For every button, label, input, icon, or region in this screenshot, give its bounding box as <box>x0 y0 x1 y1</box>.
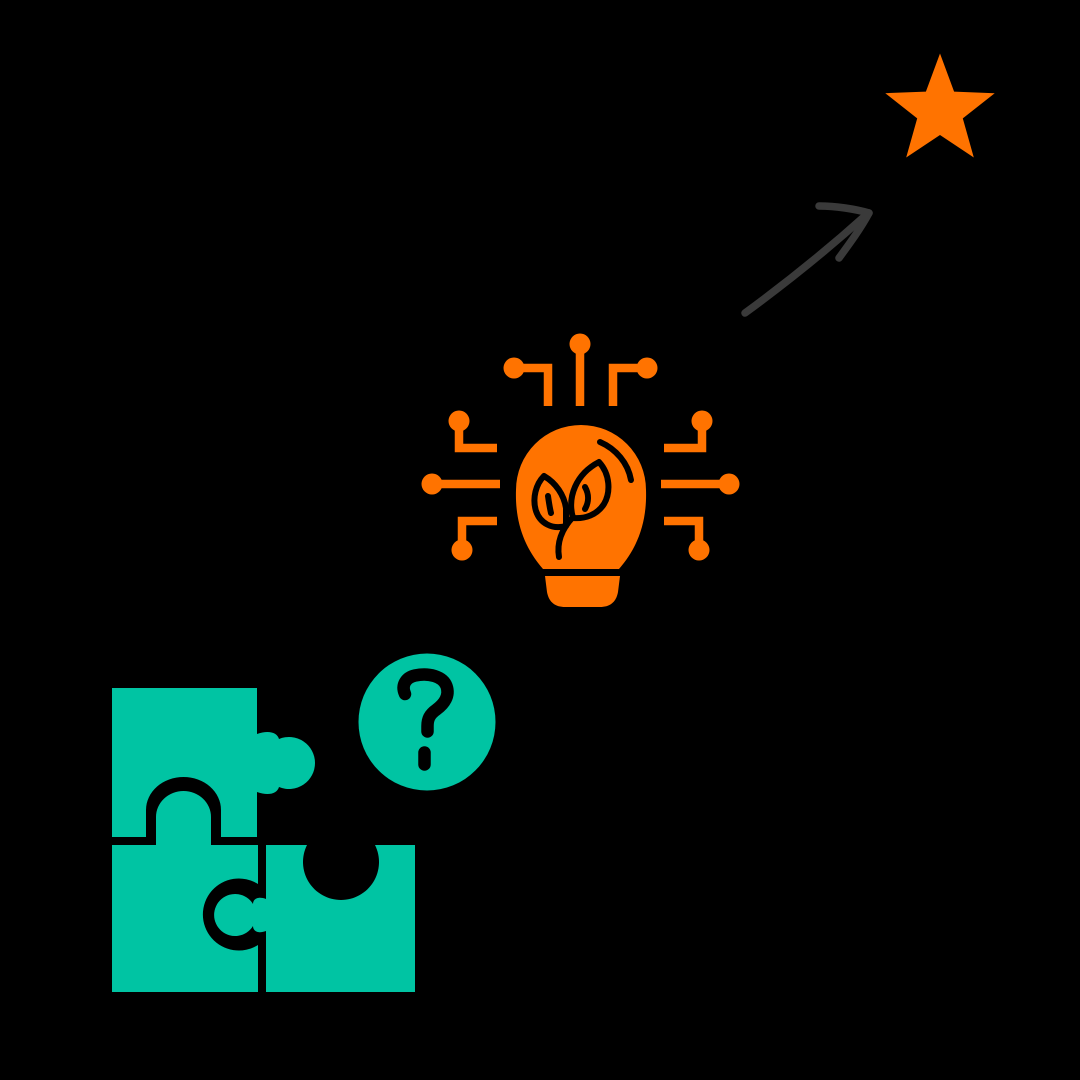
arrow-head-bottom-barb <box>835 209 873 262</box>
circuit-dot <box>636 357 658 379</box>
circuit-dot <box>569 333 591 355</box>
sprout-right-leaf <box>568 459 612 522</box>
sprout-left-leaf <box>531 473 570 531</box>
circuit-dot <box>451 539 473 561</box>
ai-lightbulb-circuit-icon <box>421 333 740 607</box>
circuit-lines <box>440 351 721 542</box>
circuit-dots <box>421 333 740 561</box>
sprout-right-leaf-vein <box>582 484 591 512</box>
circuit-dot <box>503 357 525 379</box>
circuit-dot <box>718 473 740 495</box>
question-mark-hook <box>397 668 454 738</box>
curved-arrow-icon <box>741 202 873 317</box>
sprout-left-leaf-vein <box>545 493 554 516</box>
puzzle-piece-bottom-right <box>214 845 415 992</box>
puzzle-piece-top-left <box>112 688 315 837</box>
circuit-dot <box>688 539 710 561</box>
bulb-glass-highlight <box>597 439 634 483</box>
sprout-stem <box>555 514 576 560</box>
arrow-shaft <box>741 211 870 317</box>
circuit-dot <box>421 473 443 495</box>
question-mark-icon: ? <box>397 668 454 771</box>
bulb-body <box>515 424 647 569</box>
puzzle-piece-bottom-left <box>112 791 258 992</box>
bulb-base <box>545 576 620 607</box>
circuit-dot <box>691 410 713 432</box>
star-icon <box>885 53 995 158</box>
circuit-dot <box>448 410 470 432</box>
bulb-sprout-cutout <box>531 439 634 560</box>
